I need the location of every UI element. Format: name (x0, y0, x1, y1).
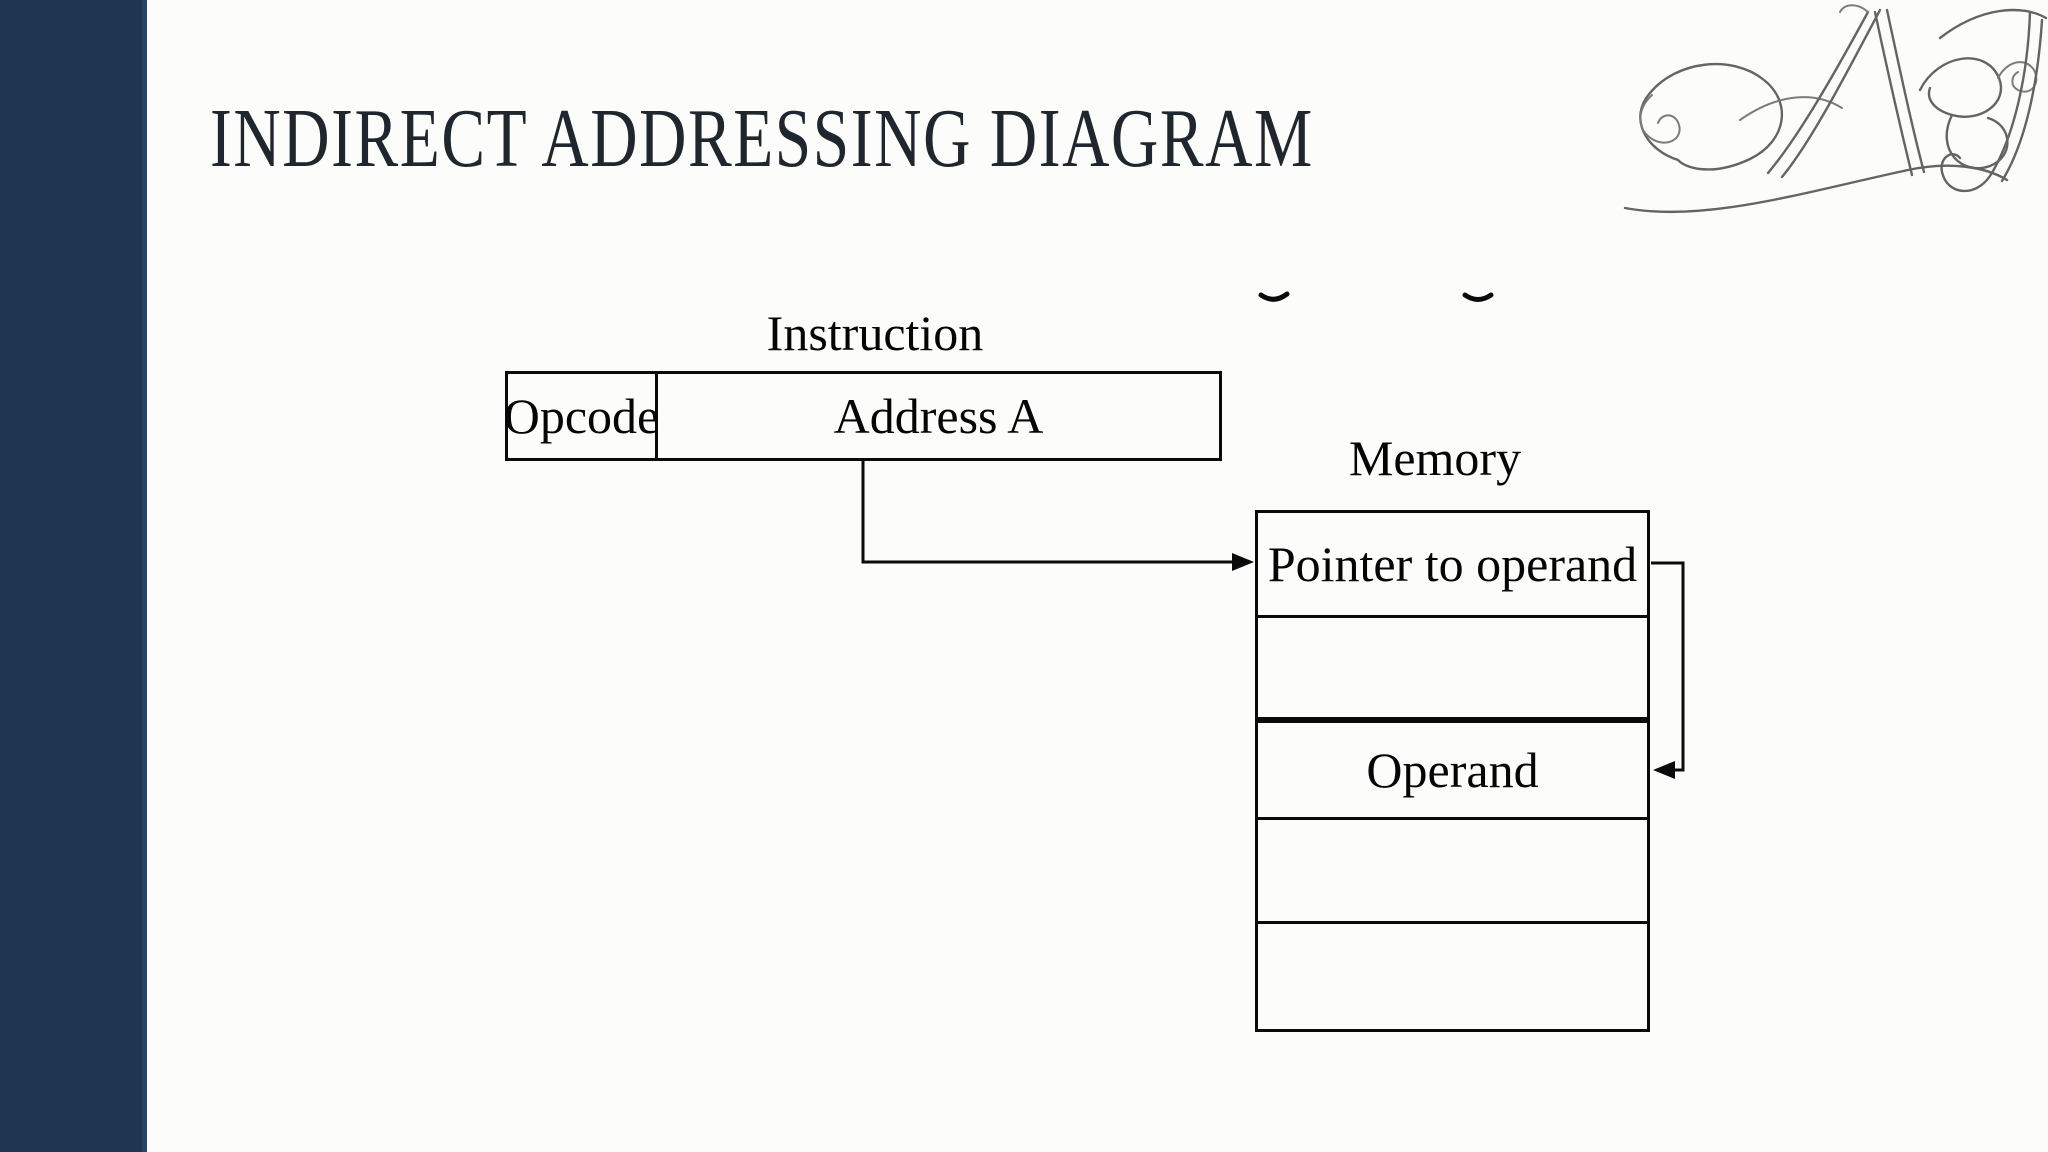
address-a-field: Address A (833, 388, 1044, 444)
instruction-box: Opcode Address A (504, 371, 1222, 461)
cropped-text-mark-left (1258, 291, 1290, 302)
memory-cell-operand: Operand (1258, 717, 1647, 817)
memory-cell-empty-1 (1258, 615, 1647, 717)
arrow-address-to-pointer (861, 461, 1254, 571)
memory-cell-pointer-to-operand: Pointer to operand (1267, 536, 1638, 592)
sidebar-band (0, 0, 147, 1152)
arrow-pointer-to-operand (1651, 561, 1685, 779)
instruction-caption: Instruction (766, 305, 984, 361)
page-title: INDIRECT ADDRESSING DIAGRAM (210, 92, 1314, 185)
memory-caption: Memory (1348, 430, 1522, 486)
memory-cell-empty-2 (1258, 817, 1647, 921)
opcode-field: Opcode (504, 374, 659, 458)
memory-cell-empty-3 (1258, 921, 1647, 1029)
cropped-text-mark-right (1462, 292, 1494, 302)
calligraphic-monogram-logo-icon (1623, 4, 2048, 214)
memory-box: Pointer to operand Operand (1255, 510, 1650, 1032)
